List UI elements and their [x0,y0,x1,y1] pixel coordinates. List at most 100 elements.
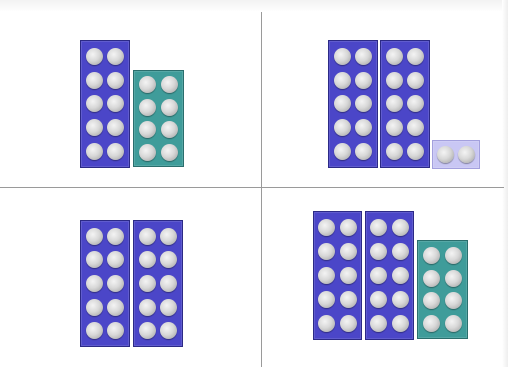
ten-rod [328,40,378,168]
peg-hole [139,322,156,339]
peg-hole [445,247,462,264]
peg-hole [370,267,387,284]
peg-hole [445,292,462,309]
peg-hole [86,143,103,160]
peg-hole [107,275,124,292]
peg-hole [107,72,124,89]
peg-hole [139,299,156,316]
peg-hole [370,219,387,236]
peg-hole [392,267,409,284]
peg-hole [107,143,124,160]
peg-hole [86,72,103,89]
peg-hole [423,292,440,309]
peg-hole [86,119,103,136]
peg-hole [86,322,103,339]
peg-hole [160,322,177,339]
horizontal-divider [0,187,504,188]
peg-hole [86,95,103,112]
peg-hole [334,119,351,136]
peg-hole [139,275,156,292]
peg-hole [107,251,124,268]
peg-hole [423,270,440,287]
peg-hole [445,270,462,287]
peg-hole [445,315,462,332]
peg-hole [107,95,124,112]
peg-hole [392,315,409,332]
peg-hole [161,121,178,138]
peg-hole [355,48,372,65]
peg-hole [139,121,156,138]
ten-rod [133,220,183,347]
peg-hole [423,247,440,264]
peg-hole [407,72,424,89]
peg-hole [86,251,103,268]
peg-hole [386,48,403,65]
peg-hole [86,228,103,245]
peg-hole [107,228,124,245]
peg-hole [318,219,335,236]
peg-hole [334,95,351,112]
peg-hole [139,99,156,116]
peg-hole [334,143,351,160]
peg-hole [386,143,403,160]
peg-hole [161,99,178,116]
peg-hole [407,48,424,65]
peg-hole [407,143,424,160]
peg-hole [392,219,409,236]
peg-hole [160,275,177,292]
peg-hole [407,95,424,112]
peg-hole [458,146,475,163]
peg-hole [161,76,178,93]
peg-hole [386,95,403,112]
peg-hole [139,251,156,268]
peg-hole [392,243,409,260]
peg-hole [407,119,424,136]
peg-hole [370,315,387,332]
peg-hole [355,95,372,112]
vertical-divider [261,12,262,367]
peg-hole [423,315,440,332]
peg-hole [392,291,409,308]
ten-rod [80,220,130,347]
peg-hole [340,291,357,308]
peg-hole [318,291,335,308]
peg-hole [340,315,357,332]
right-edge-shadow [502,0,508,367]
peg-hole [370,291,387,308]
ten-rod [365,211,414,340]
peg-hole [107,299,124,316]
eight-rod [133,70,184,167]
peg-hole [334,72,351,89]
ten-rod [380,40,430,168]
peg-hole [160,299,177,316]
peg-hole [334,48,351,65]
peg-hole [340,267,357,284]
peg-hole [86,275,103,292]
peg-hole [107,322,124,339]
peg-hole [318,315,335,332]
peg-hole [86,299,103,316]
peg-hole [107,48,124,65]
peg-hole [161,144,178,161]
peg-hole [160,228,177,245]
peg-hole [355,72,372,89]
peg-hole [86,48,103,65]
peg-hole [370,243,387,260]
peg-hole [386,119,403,136]
peg-hole [355,143,372,160]
peg-hole [107,119,124,136]
peg-hole [139,144,156,161]
ten-rod [313,211,362,340]
peg-hole [160,251,177,268]
peg-hole [355,119,372,136]
two-rod [432,140,480,169]
peg-hole [340,243,357,260]
peg-hole [386,72,403,89]
peg-hole [318,267,335,284]
ten-rod [80,40,130,168]
peg-hole [139,76,156,93]
peg-hole [437,146,454,163]
eight-rod [417,240,468,339]
peg-hole [139,228,156,245]
